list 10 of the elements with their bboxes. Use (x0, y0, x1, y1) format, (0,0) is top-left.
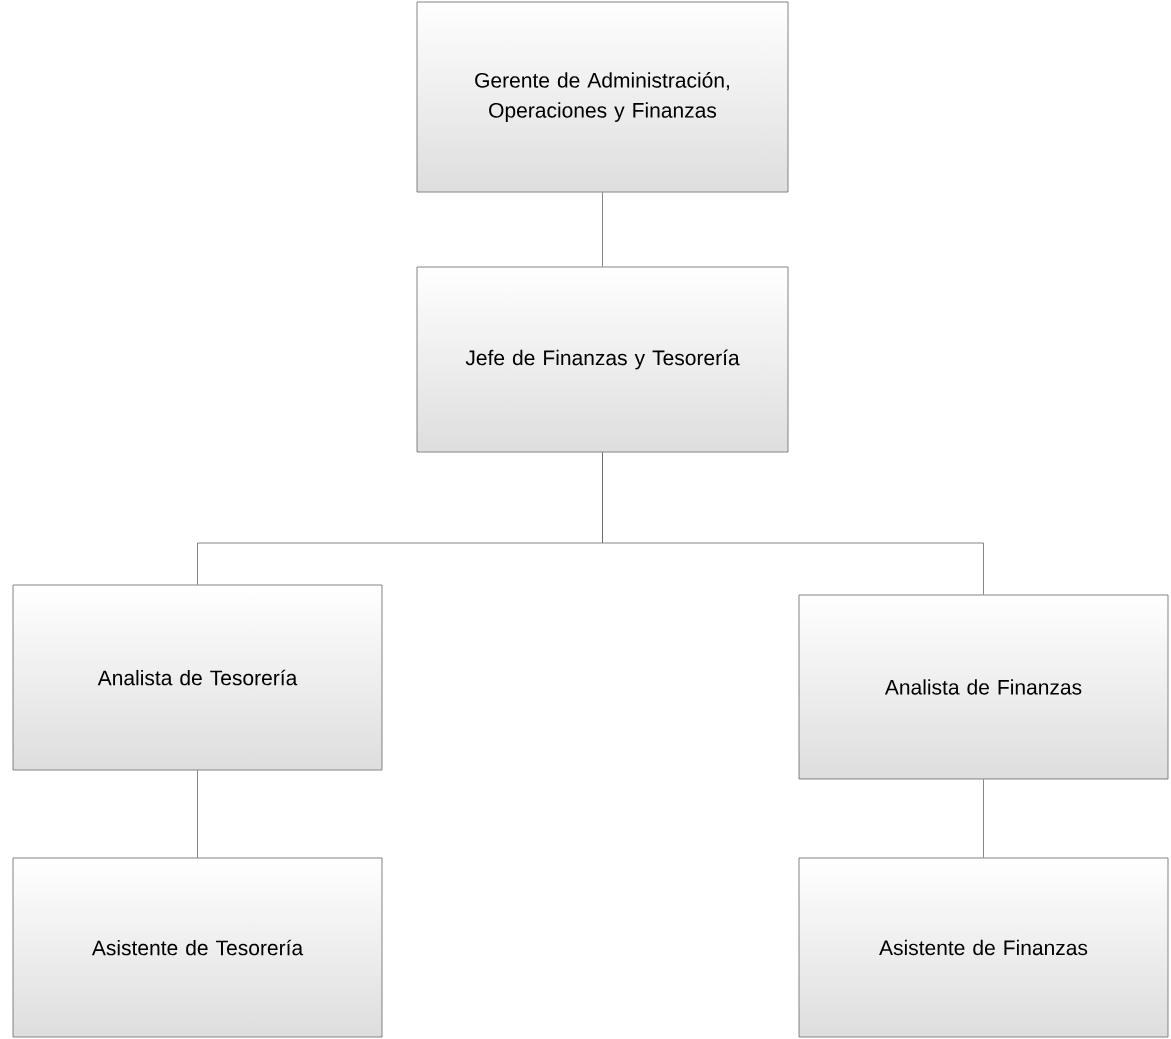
org-box: Gerente de Administración, Operaciones y Finanzas (416, 1, 789, 193)
connector-line (602, 452, 984, 595)
connector-line (983, 779, 984, 858)
connector-line (197, 770, 198, 858)
org-box: Asistente de Tesorería (12, 857, 383, 1038)
org-box: Analista de Finanzas (798, 594, 1169, 780)
org-box: Asistente de Finanzas (798, 857, 1169, 1038)
org-box: Analista de Tesorería (12, 584, 383, 771)
connector-line (602, 192, 603, 267)
org-box: Jefe de Finanzas y Tesorería (416, 266, 789, 453)
